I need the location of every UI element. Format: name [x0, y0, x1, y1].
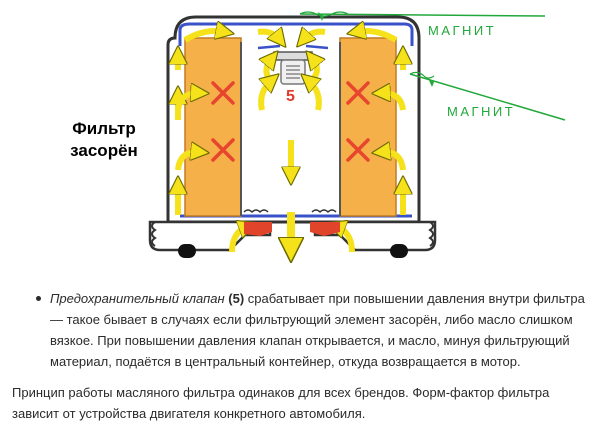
filter-element-right [339, 37, 397, 217]
diagram-title-line1: Фильтр [72, 119, 136, 138]
diagram-canvas [148, 11, 566, 280]
flow-arrows [178, 31, 403, 252]
gasket-left [178, 244, 196, 258]
magnet-arrow-head [428, 78, 434, 87]
valve-number-label: 5 [286, 88, 295, 105]
bullet-term: Предохранительный клапан [50, 291, 225, 306]
diagram-title: Фильтр засорён [64, 118, 144, 162]
bullet-number: (5) [228, 291, 245, 306]
diagram-title-line2: засорён [70, 141, 138, 160]
oil-filter-diagram: Фильтр засорён МАГНИТ МАГНИТ 5 [64, 11, 566, 280]
bullet-text: срабатывает при повышении давления внутр… [50, 291, 585, 369]
article-text: Предохранительный клапан (5) срабатывает… [0, 288, 603, 424]
bullet-list: Предохранительный клапан (5) срабатывает… [0, 288, 603, 372]
valve-spring-left [243, 209, 269, 214]
housing-inner-lining [178, 22, 414, 46]
relief-valve-spring [280, 59, 306, 85]
top-valve-housing [273, 51, 313, 61]
summary-paragraph: Принцип работы масляного фильтра одинако… [12, 385, 550, 421]
clog-crosses [211, 81, 370, 162]
magnet-label-bottom: МАГНИТ [447, 104, 516, 119]
seal-left [151, 221, 157, 247]
magnet-arrow-head-2 [318, 12, 324, 21]
bypass-valve-left [244, 222, 272, 236]
filter-element-left [184, 37, 242, 217]
seal-right [428, 221, 434, 247]
valve-spring-right [311, 209, 337, 214]
magnet-label-top: МАГНИТ [428, 23, 497, 38]
gasket-right [390, 244, 408, 258]
bullet-item-relief-valve: Предохранительный клапан (5) срабатывает… [36, 288, 603, 372]
bypass-valve-right [310, 222, 340, 236]
